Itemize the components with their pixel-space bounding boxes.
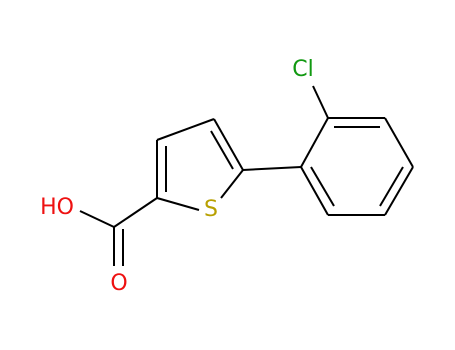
bond-ph4-ph5 — [384, 166, 414, 216]
bond-c4-c5-inner — [210, 130, 234, 170]
atom-label-cl: Cl — [292, 57, 313, 82]
bond-c2-carboxyl — [113, 197, 158, 228]
bond-ph2-cl — [312, 85, 329, 119]
bond-c5-phenyl — [242, 166, 302, 171]
atom-labels: S Cl HO O — [40, 57, 314, 296]
bond-ph3-ph4 — [384, 117, 414, 168]
atom-label-o: O — [110, 271, 127, 296]
atom-label-oh: HO — [40, 195, 74, 220]
bond-carboxyl-oh — [79, 210, 115, 228]
bond-ph6-ph1 — [300, 166, 329, 216]
bond-ph4-ph5-inner — [379, 166, 404, 207]
bonds — [79, 85, 414, 266]
bond-ph6-ph1-inner — [310, 166, 335, 207]
bond-c5-s — [220, 169, 244, 199]
bond-c4-c5 — [213, 118, 244, 171]
atom-label-s: S — [204, 197, 218, 222]
bond-ph1-ph2 — [300, 117, 329, 168]
bond-c3-c4 — [156, 118, 215, 141]
bond-s-c2 — [156, 197, 200, 211]
